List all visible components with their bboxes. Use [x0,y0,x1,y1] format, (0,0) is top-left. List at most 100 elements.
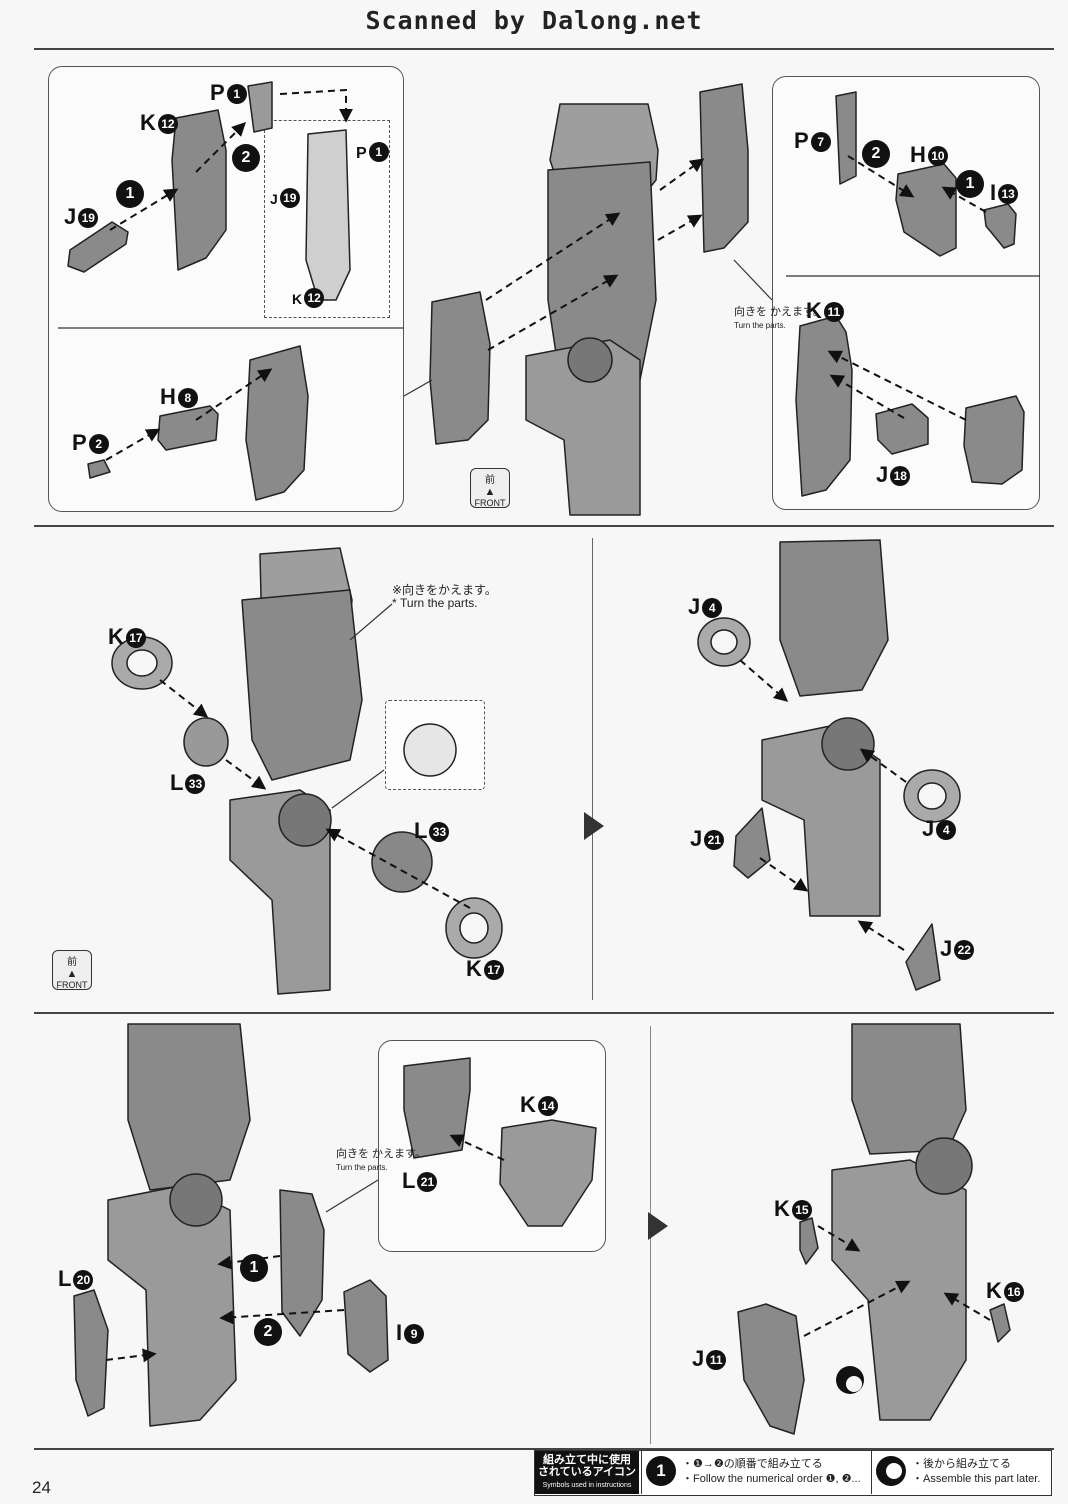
part-l20 [73,1289,109,1417]
arrow-p2-h8 [105,428,161,461]
step-2-marker-right: 2 [862,140,890,168]
callout-right [733,259,773,301]
top-rule [34,48,1054,50]
turn-parts-note-2: ※向きをかえます。* Turn the parts. [392,583,497,610]
arrow-i13-h10 [941,186,987,213]
arm2-upper [241,589,363,781]
arm-lower [525,339,641,516]
arrow-p7-h10 [847,155,915,198]
legend-title: 組み立て中に使用 されているアイコン Symbols used in instr… [535,1451,639,1494]
bottom-rule [34,1448,1054,1450]
part-l33-detail [403,723,457,777]
part-side-plate [699,83,749,253]
arrow-k16 [943,1292,991,1321]
next-step-arrow [584,812,604,840]
k14-box-leader [325,1179,379,1213]
arrow-k17b-l33b [325,828,471,909]
callout-left [403,379,433,397]
front-direction-icon-2: 前▲FRONT [52,950,92,990]
part-j21 [733,807,771,879]
part-j22 [905,923,941,991]
part-k12-detail [305,129,351,301]
assemble-later-legend-icon [876,1456,906,1486]
part-front-plate [429,291,491,445]
section-divider-1 [34,525,1054,527]
part-k12 [171,109,227,271]
arrow-j22 [857,920,905,951]
section-divider-2 [34,1012,1054,1014]
part-k16 [989,1303,1011,1343]
arrow-k17-l33 [159,679,209,718]
arrow-l20 [105,1348,157,1363]
step-2-marker-s3: 2 [254,1318,282,1346]
part-l21 [403,1057,471,1159]
part-p1 [247,81,273,133]
part-l33-b [371,831,433,893]
part-j18 [875,403,929,455]
turn-parts-note: 向きを かえます。Turn the parts. [734,306,824,330]
part-k11 [795,315,853,497]
turn-note-leader [349,603,393,641]
section2-divider [592,538,593,1000]
arrow-k14-l21 [449,1134,505,1161]
front-direction-icon: 前▲FRONT [470,468,510,508]
part-k15 [799,1217,819,1265]
arm-elbow-joint [567,337,613,383]
arrow-side-plate [659,158,705,191]
arrow-i9-2 [219,1309,345,1325]
legend-item-assemble-later: ・後から組み立てる ・Assemble this part later. [871,1451,1051,1494]
part-h8 [157,405,219,451]
arrow-j21 [759,857,809,892]
part-arm-plate [245,345,309,501]
arm4-upper [127,1023,251,1191]
arrow-j19-to-k12 [109,188,179,231]
turn-parts-note-3: 向きを かえます。Turn the parts. [336,1148,426,1172]
step-2-marker: 2 [232,144,260,172]
part-elbow-cover [279,1189,325,1337]
part-j19 [67,221,129,273]
arrow-h8-plate [195,368,273,421]
arrow-j11 [803,1280,911,1337]
part-i9 [343,1279,389,1373]
part-h10 [895,163,957,257]
arm5-upper [851,1023,967,1155]
part-right-plate [963,395,1025,485]
part-p7 [835,91,857,185]
step-number-icon: 1 [646,1456,676,1486]
arm2-elbow-joint [278,793,332,847]
step-1-marker-right: 1 [956,170,984,198]
arrow-right-plate [827,350,967,421]
part-k14 [499,1119,597,1227]
page-number: 24 [32,1478,51,1497]
part-p2 [87,459,111,479]
next-step-arrow-2 [648,1212,668,1240]
part-l33-a [183,717,229,767]
step-1-marker: 1 [116,180,144,208]
step-1-marker-s3: 1 [240,1254,268,1282]
arrow-j4-b [859,748,907,783]
